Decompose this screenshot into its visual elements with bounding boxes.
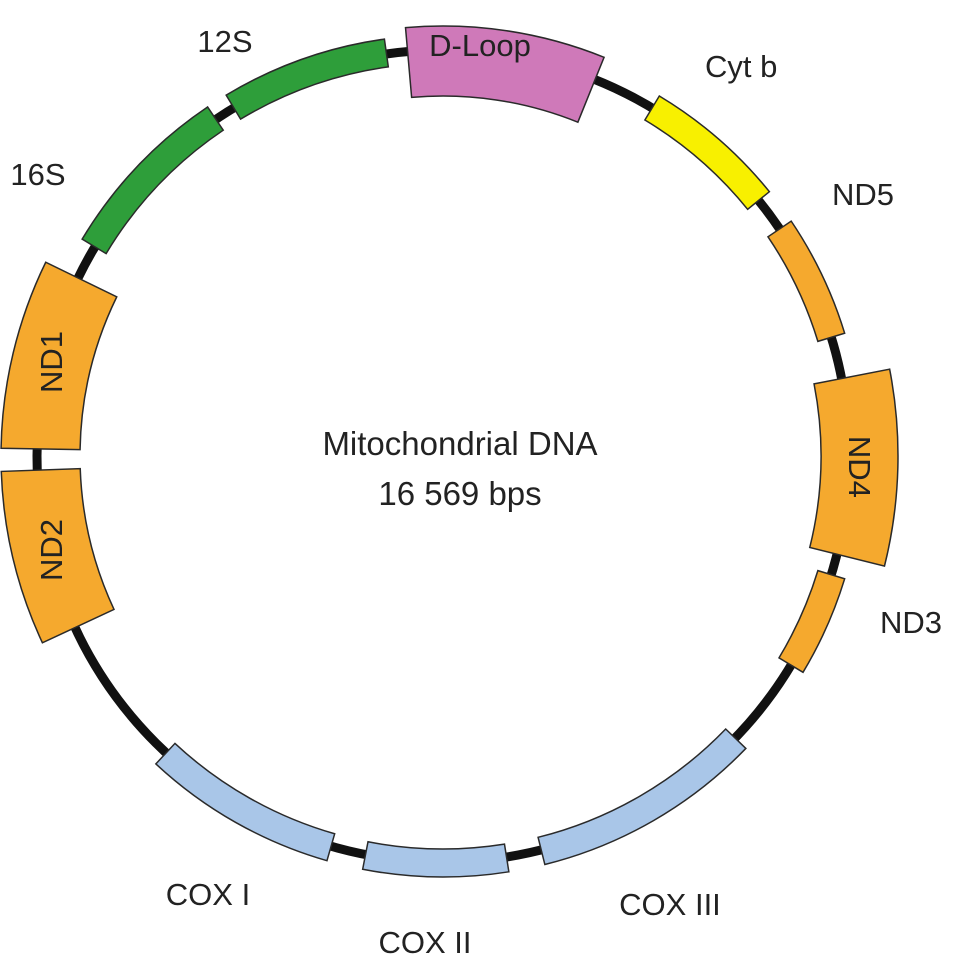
label-nd1: ND1	[34, 331, 69, 393]
label-cyt-b: Cyt b	[705, 49, 777, 84]
segment-nd3	[777, 569, 846, 674]
segment-nd1	[0, 261, 118, 451]
gene-segments	[0, 25, 899, 878]
label-16s: 16S	[10, 157, 65, 192]
center-size: 16 569 bps	[378, 475, 541, 512]
segment-cyt-b	[643, 94, 771, 211]
label-nd4: ND4	[842, 436, 877, 498]
segment-nd5	[766, 220, 846, 343]
label-d-loop: D-Loop	[429, 28, 531, 63]
segment-cox-ii	[361, 840, 510, 878]
segment-12s	[225, 38, 390, 121]
segment-nd2	[0, 467, 116, 644]
segment-cox-i	[154, 742, 336, 862]
segment-16s	[81, 105, 225, 255]
label-12s: 12S	[197, 24, 252, 59]
label-cox-i: COX I	[166, 877, 250, 912]
segment-cox-iii	[537, 727, 747, 866]
label-nd2: ND2	[34, 519, 69, 581]
center-title: Mitochondrial DNA	[322, 425, 597, 462]
segment-d-loop	[404, 25, 606, 124]
label-cox-iii: COX III	[619, 887, 721, 922]
label-nd3: ND3	[880, 605, 942, 640]
segment-nd4	[808, 368, 899, 567]
label-nd5: ND5	[832, 177, 894, 212]
label-cox-ii: COX II	[378, 925, 471, 960]
